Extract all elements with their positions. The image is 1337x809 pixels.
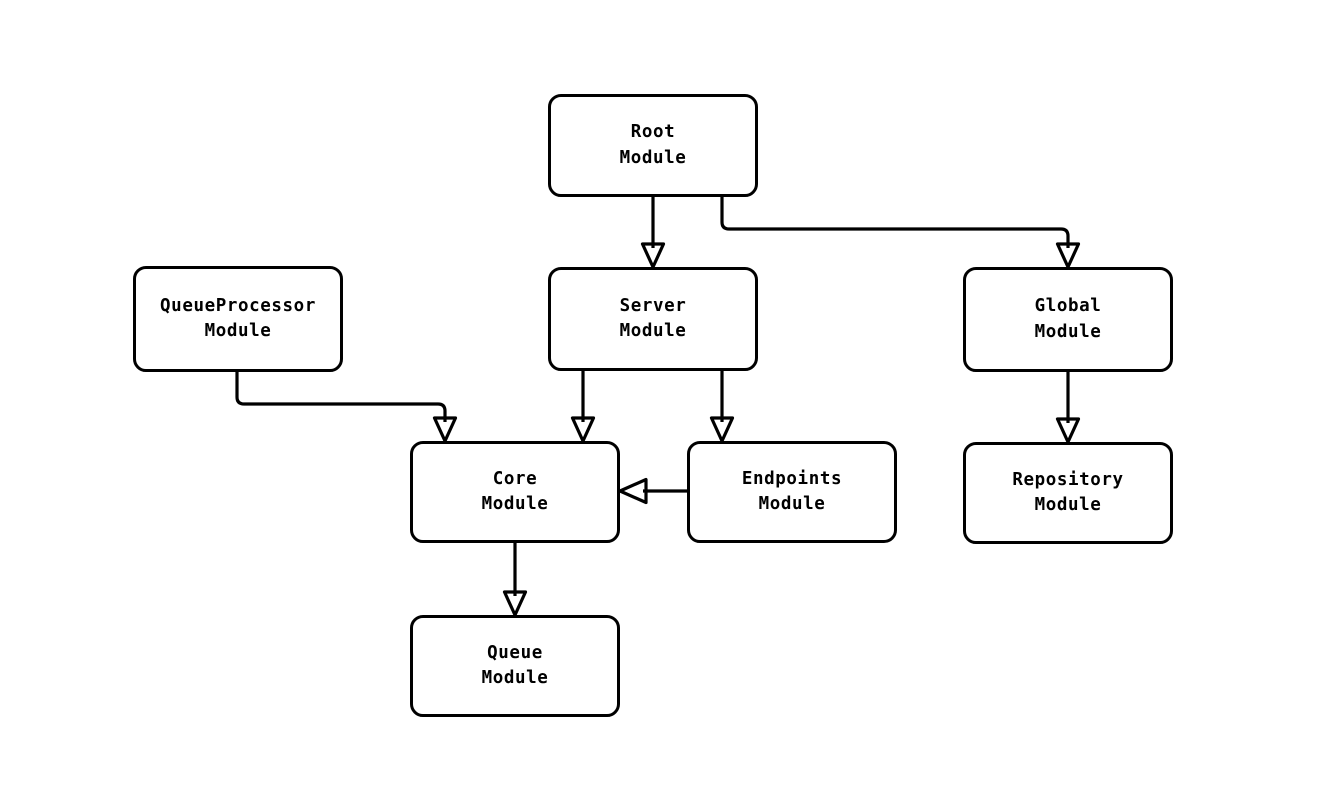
node-endpoints-suffix: Module [758, 494, 826, 514]
node-core-name: Core [492, 468, 538, 489]
node-queueprocessor-suffix: Module [204, 321, 272, 341]
edge-queueprocessor-to-core [235, 372, 458, 443]
node-endpoints[interactable]: Endpoints Module [687, 441, 897, 543]
node-queueprocessor[interactable]: QueueProcessor Module [133, 266, 343, 372]
node-root-suffix: Module [619, 147, 687, 168]
node-endpoints-name: Endpoints [741, 468, 843, 489]
node-server-suffix: Module [619, 321, 687, 341]
edge-core-to-queue [502, 543, 528, 617]
node-queue[interactable]: Queue Module [410, 615, 620, 717]
node-global[interactable]: Global Module [963, 267, 1173, 372]
node-root-name: Root [630, 122, 676, 143]
edge-root-to-global [720, 197, 1081, 269]
node-repository-name: Repository [1012, 469, 1124, 490]
node-repository[interactable]: Repository Module [963, 442, 1173, 544]
node-global-name: Global [1034, 296, 1102, 317]
edge-root-to-server [640, 197, 666, 269]
edge-global-to-repository [1055, 372, 1081, 444]
edge-server-to-endpoints [709, 371, 735, 443]
node-root[interactable]: Root Module [548, 94, 758, 197]
node-core[interactable]: Core Module [410, 441, 620, 543]
node-queue-suffix: Module [481, 668, 549, 688]
node-repository-suffix: Module [1034, 495, 1102, 515]
node-server[interactable]: Server Module [548, 267, 758, 371]
node-global-suffix: Module [1034, 321, 1102, 342]
edge-server-to-core [570, 371, 596, 443]
node-core-suffix: Module [481, 494, 549, 514]
node-server-name: Server [619, 295, 687, 316]
node-queueprocessor-name: QueueProcessor [160, 295, 316, 316]
edge-endpoints-to-core [618, 477, 687, 505]
node-queue-name: Queue [487, 642, 543, 663]
